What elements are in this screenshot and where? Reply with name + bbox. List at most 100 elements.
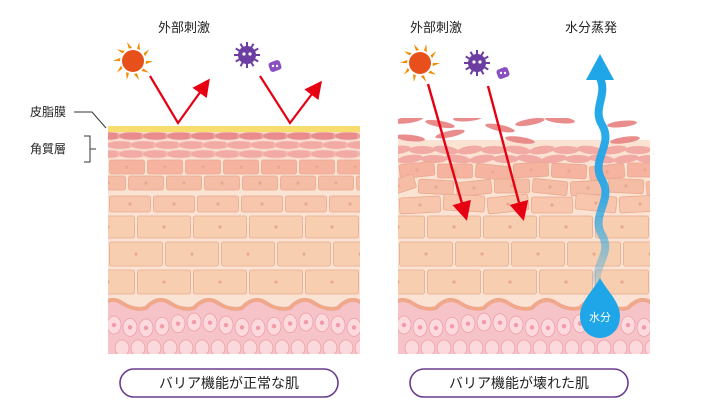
sebum-film	[108, 126, 360, 132]
caption-healthy-text: バリア機能が正常な肌	[159, 376, 299, 392]
basal-nucleus	[529, 325, 535, 330]
cell-nucleus	[78, 252, 81, 255]
cell-nucleus	[108, 225, 110, 229]
cell-nucleus	[386, 225, 389, 228]
basal-cell	[162, 339, 178, 354]
sun-ray	[413, 73, 416, 83]
basal-cell	[484, 339, 500, 354]
cell-nucleus	[201, 165, 205, 169]
corneum-cell	[637, 155, 650, 163]
basal-nucleus	[143, 325, 149, 331]
basal-cell	[468, 339, 484, 354]
cell-nucleus	[624, 184, 628, 188]
cell-nucleus	[274, 280, 278, 284]
sun-ray	[432, 63, 440, 67]
cell-nucleus	[353, 165, 357, 169]
corneum-cell	[70, 150, 98, 158]
sun-ray	[403, 67, 410, 75]
basal-nucleus	[545, 325, 551, 331]
corneum-cell	[421, 155, 447, 163]
sun-ray	[400, 59, 408, 63]
basal-nucleus	[159, 324, 165, 329]
basement-membrane	[398, 297, 650, 311]
corneum-cell	[357, 151, 360, 157]
basal-cell	[178, 339, 194, 354]
basal-nucleus	[497, 320, 503, 325]
skin-cell	[355, 193, 398, 215]
cell-nucleus	[508, 280, 512, 284]
basal-nucleus	[223, 322, 229, 328]
sun-icon	[113, 41, 153, 81]
skin-cell	[665, 162, 701, 180]
basal-nucleus	[287, 321, 293, 326]
water-evaporation-label: 水分蒸発	[565, 21, 617, 36]
sun-ray	[428, 70, 437, 75]
basal-cell	[452, 339, 468, 354]
corneum-cell	[409, 146, 435, 154]
corneum-cell	[493, 155, 519, 163]
basal-cell	[194, 339, 210, 354]
skin-cell	[337, 159, 360, 175]
basal-cell	[500, 339, 516, 354]
basal-cell	[130, 339, 146, 354]
skin-cell	[398, 215, 425, 239]
corneum-cell	[445, 154, 471, 164]
corneum-cell	[505, 145, 531, 155]
skin-cell	[54, 242, 107, 266]
sebum-leader-line	[74, 111, 107, 129]
skin-cell	[108, 175, 126, 191]
cell-nucleus	[386, 280, 389, 283]
corneum-cell	[108, 142, 111, 148]
sun-ray	[113, 57, 121, 61]
basal-nucleus	[191, 319, 197, 325]
caption-damaged: バリア機能が壊れた肌	[409, 368, 629, 398]
basal-cell	[146, 339, 162, 354]
basal-cell	[548, 339, 564, 354]
basal-nucleus	[207, 320, 213, 325]
corneum-cell	[357, 133, 360, 139]
basal-nucleus	[449, 324, 455, 329]
corneum-cell	[360, 143, 387, 158]
sun-ray	[133, 73, 140, 81]
cell-nucleus	[368, 252, 371, 255]
basal-nucleus	[481, 319, 487, 325]
cell-nucleus	[108, 181, 110, 185]
penetrating-arrow-right	[486, 85, 529, 221]
sebum-label: 皮脂膜	[30, 104, 66, 119]
basal-nucleus	[401, 322, 407, 328]
sun-ray	[126, 41, 133, 49]
skin-cell	[360, 159, 397, 180]
skin-cell	[663, 196, 705, 214]
cell-nucleus	[128, 202, 132, 206]
cell-nucleus	[108, 280, 110, 284]
basal-cell	[628, 339, 644, 354]
corneum-cell	[469, 154, 495, 164]
basal-nucleus	[417, 325, 423, 330]
basal-cell	[354, 339, 360, 354]
cell-nucleus	[84, 202, 87, 205]
healthy-skin-panel	[54, 128, 389, 354]
penetrating-arrow-left	[426, 83, 471, 221]
basal-nucleus	[513, 322, 519, 328]
basal-nucleus	[641, 325, 647, 330]
sun-ray	[137, 41, 140, 51]
basal-cell	[420, 339, 436, 354]
basal-cell	[580, 339, 596, 354]
caption-damaged-text: バリア機能が壊れた肌	[449, 376, 589, 392]
skin-cell	[652, 270, 705, 294]
basal-cell	[516, 339, 532, 354]
basal-nucleus	[111, 322, 117, 328]
cell-nucleus	[348, 202, 352, 206]
corneum-cell	[649, 145, 650, 155]
sun-ray	[413, 43, 420, 51]
skin-cell	[329, 195, 360, 213]
corneum-cell	[345, 140, 360, 150]
cell-nucleus	[358, 252, 360, 256]
cell-nucleus	[564, 280, 568, 284]
corneum-flake	[610, 136, 640, 144]
cell-nucleus	[302, 252, 306, 256]
corneum-cell	[541, 154, 567, 164]
arrow-icon	[586, 54, 614, 80]
basal-nucleus	[239, 325, 245, 330]
cell-nucleus	[162, 280, 166, 284]
